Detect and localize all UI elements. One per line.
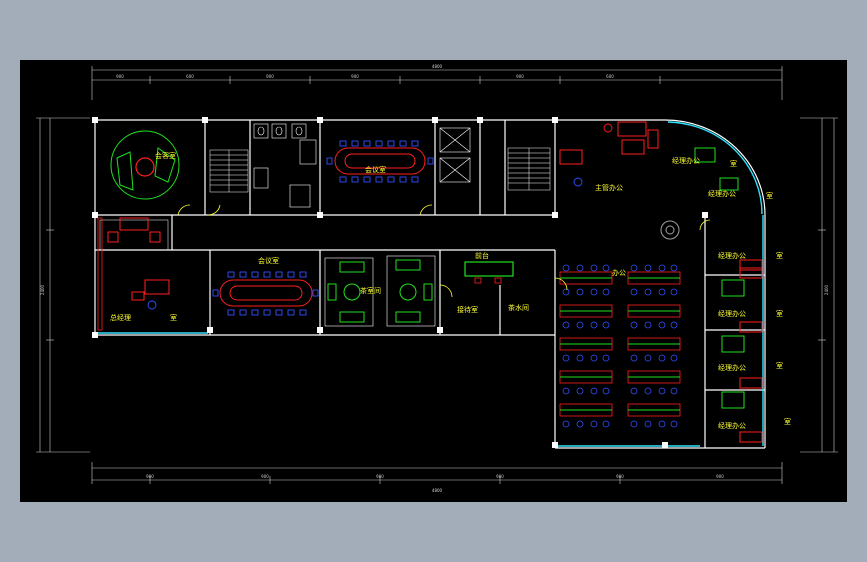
dim-right-overall: 2400	[824, 284, 829, 295]
label-general-manager: 总经理	[110, 313, 131, 322]
lounge-left	[324, 257, 374, 327]
walls	[94, 119, 766, 449]
dim-top-seg-2: 600	[186, 74, 194, 79]
label-manager-4-suffix: 室	[784, 417, 791, 426]
dim-top-seg-6: 600	[606, 74, 614, 79]
dim-left-overall: 2400	[40, 284, 45, 295]
label-manager-3-suffix: 室	[776, 361, 783, 370]
dimension-texts: 4800 4800 900 600 900 900 900 600 900 90…	[40, 64, 829, 493]
label-office-main: 办公	[612, 268, 626, 277]
label-meeting-mid: 会议室	[258, 256, 279, 265]
vp-office-furniture	[559, 121, 659, 187]
label-vp-office: 主管办公	[595, 183, 623, 192]
curved-manager-furniture	[694, 147, 739, 191]
meeting-chairs-top	[326, 140, 434, 183]
dim-top-seg-3: 900	[266, 74, 274, 79]
room-labels: 会客室 会议室 会议室 总经理 室 茶室间 前台 接待室 茶水间 办公 主管办公…	[110, 151, 791, 430]
dim-top-seg-4: 900	[351, 74, 359, 79]
label-manager-1: 经理办公	[718, 251, 746, 260]
dim-top-seg-5: 900	[516, 74, 524, 79]
dim-bottom-seg-4: 900	[496, 474, 504, 479]
dim-top-overall: 4800	[432, 64, 443, 69]
label-front-desk: 前台	[475, 251, 489, 260]
left-office-furniture	[97, 217, 170, 331]
label-reception-room: 接待室	[457, 305, 478, 314]
label-manager-curve-2-suffix: 室	[766, 191, 773, 200]
label-manager-4: 经理办公	[718, 421, 746, 430]
dim-bottom-seg-3: 900	[376, 474, 384, 479]
glass-partitions	[97, 121, 764, 447]
dim-top-seg-1: 900	[116, 74, 124, 79]
columns	[92, 117, 708, 448]
meeting-table-mid	[219, 279, 313, 307]
label-general-manager-suffix: 室	[170, 313, 177, 322]
open-office-chairs	[562, 264, 678, 428]
manager-offices-furniture	[721, 259, 763, 443]
label-manager-curve-1: 经理办公	[672, 156, 700, 165]
doors	[177, 204, 711, 298]
label-meeting-top: 会议室	[365, 165, 386, 174]
stairs-right	[507, 147, 551, 191]
toilets	[253, 123, 317, 208]
elevators	[439, 127, 471, 183]
lobby-sculpture	[660, 220, 680, 240]
lounge-right	[386, 255, 436, 327]
label-manager-curve-1-suffix: 室	[730, 159, 737, 168]
label-manager-1-suffix: 室	[776, 251, 783, 260]
label-manager-3: 经理办公	[718, 363, 746, 372]
dim-bottom-seg-5: 900	[616, 474, 624, 479]
label-manager-curve-2: 经理办公	[708, 189, 736, 198]
dim-bottom-seg-1: 900	[146, 474, 154, 479]
dim-bottom-overall: 4800	[432, 488, 443, 493]
open-office-screens	[560, 277, 680, 411]
front-desk	[464, 261, 514, 284]
label-reception-top: 会客室	[155, 151, 176, 160]
label-tea-room-left: 茶室间	[360, 286, 381, 295]
dim-bottom-seg-2: 900	[261, 474, 269, 479]
meeting-table-top	[334, 147, 426, 175]
meeting-chairs-mid	[212, 271, 319, 316]
dimension-lines	[36, 66, 838, 484]
dim-bottom-seg-6: 900	[716, 474, 724, 479]
stairs-left	[209, 149, 249, 193]
label-tea-water: 茶水间	[508, 303, 529, 312]
label-manager-2: 经理办公	[718, 309, 746, 318]
label-manager-2-suffix: 室	[776, 309, 783, 318]
reception-round-table	[110, 130, 180, 200]
